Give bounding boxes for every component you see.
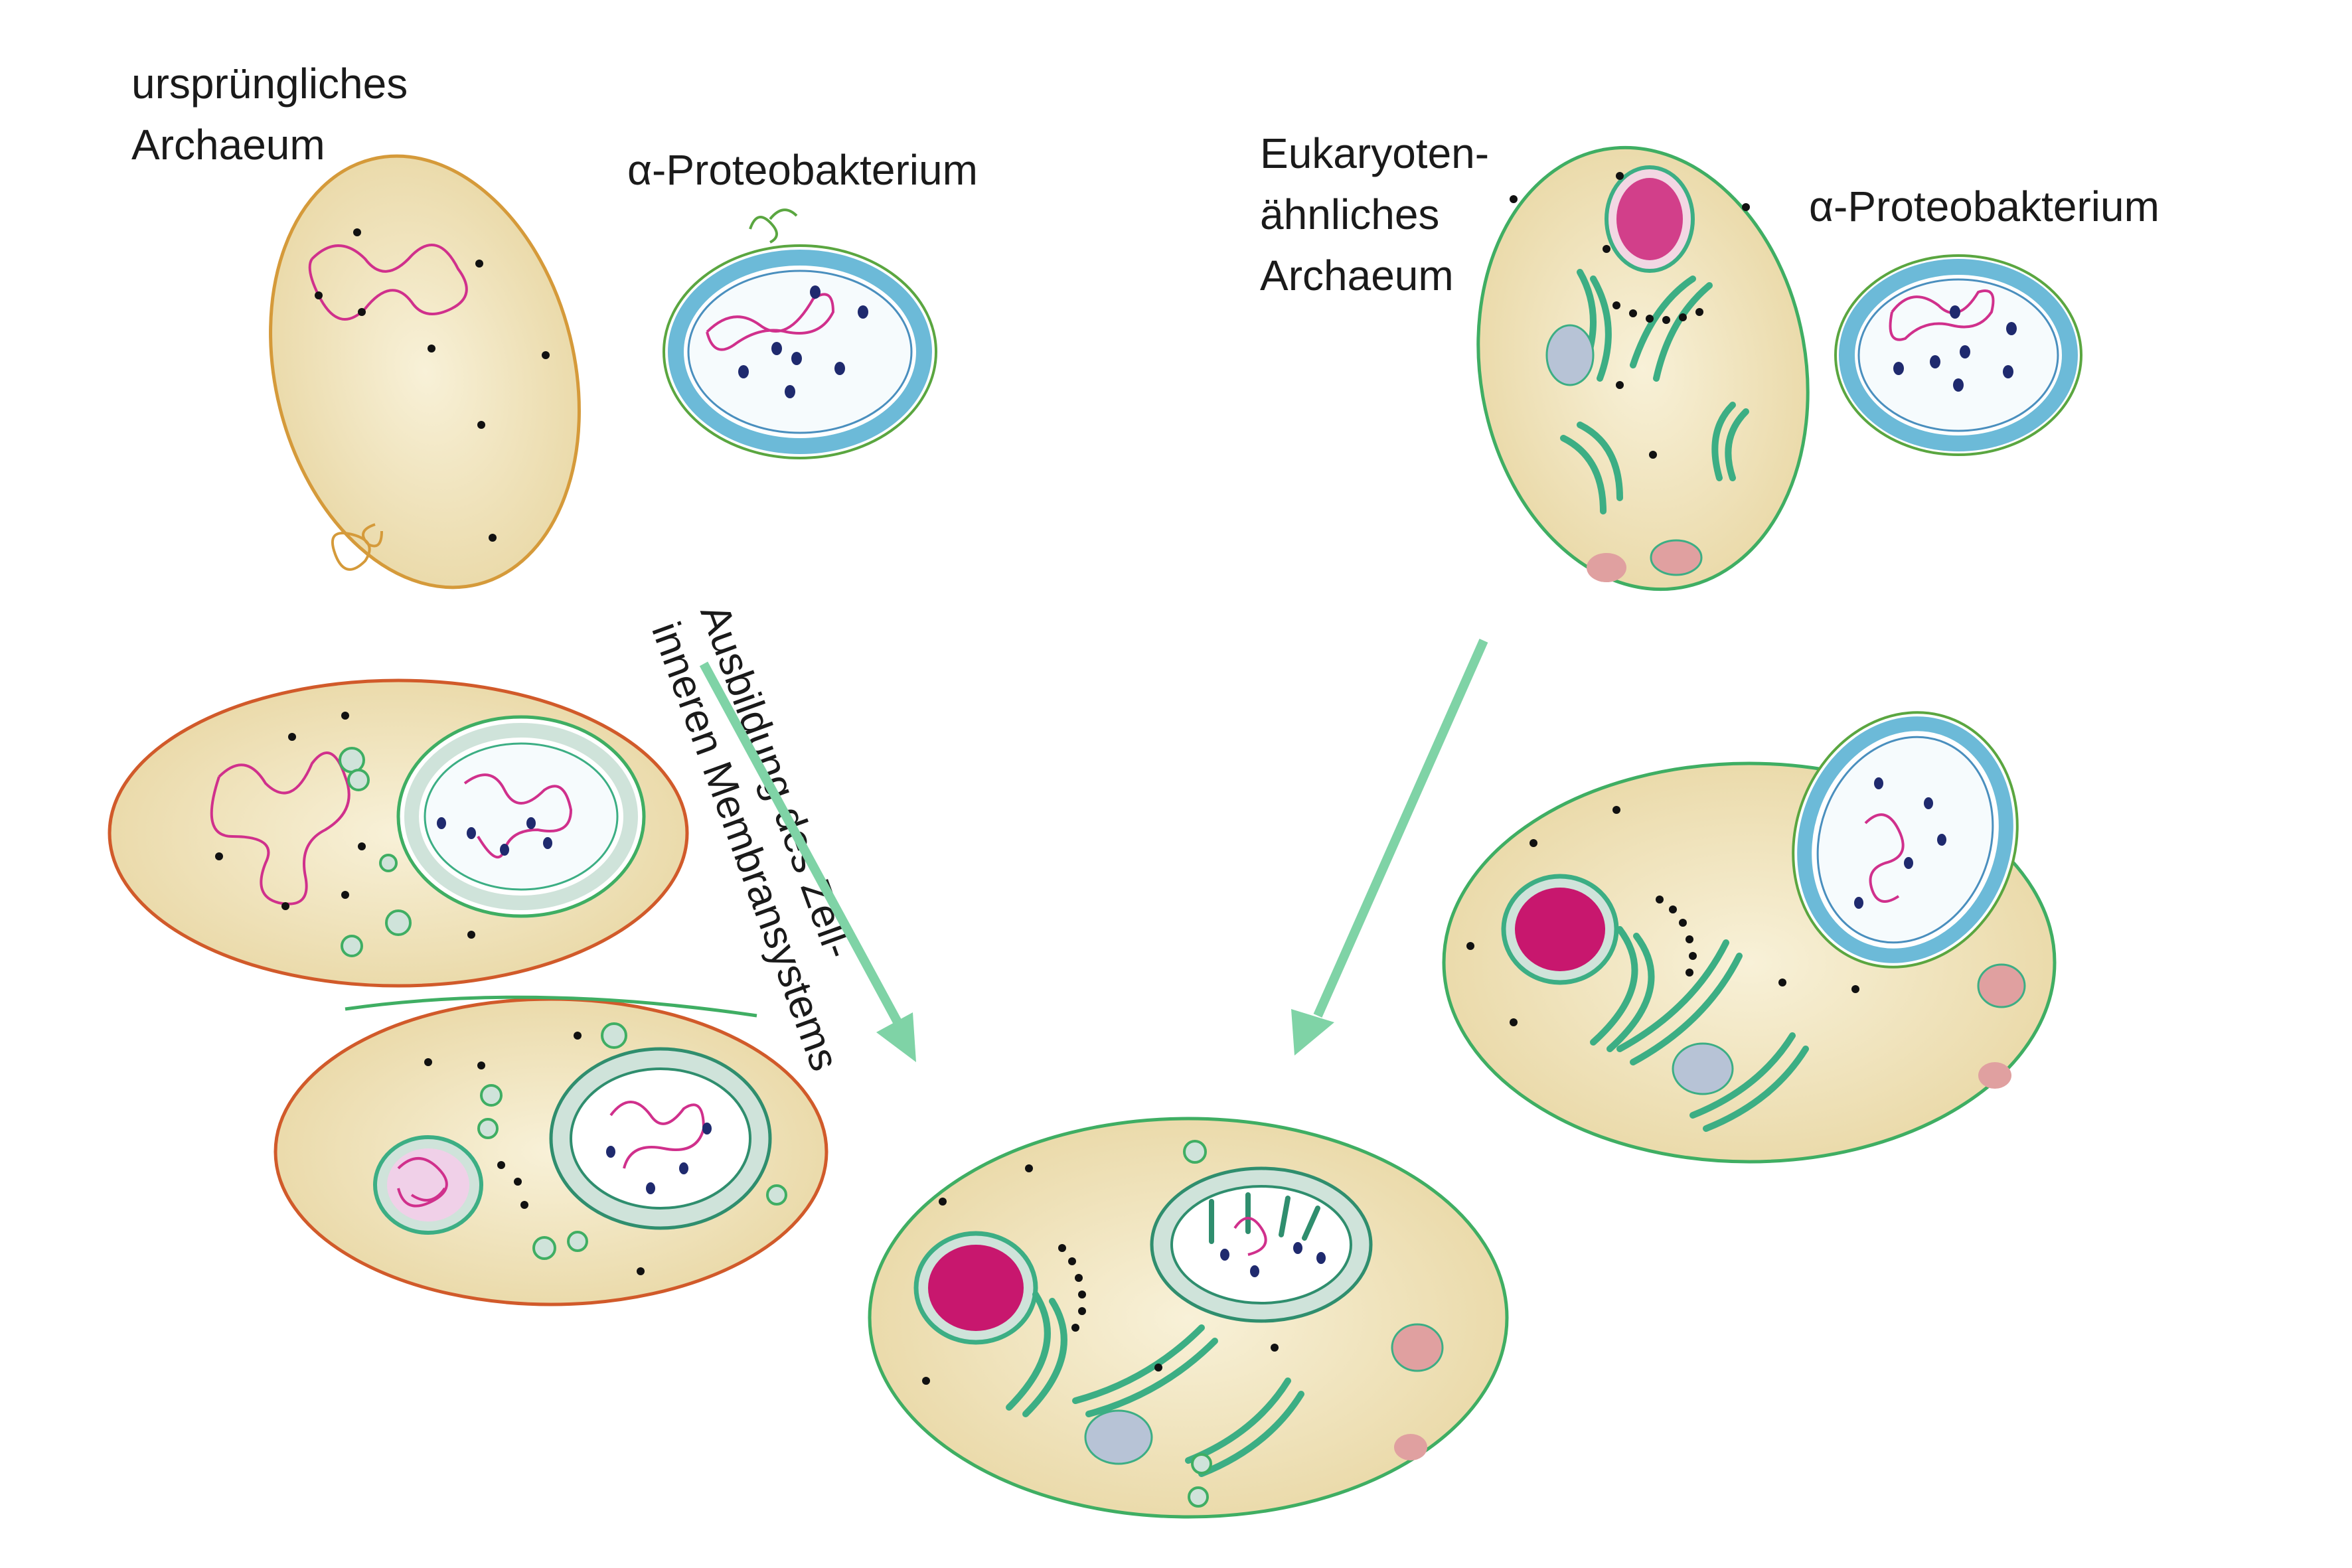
pink-body <box>1977 963 2026 1008</box>
arrow-left <box>699 661 916 1062</box>
label-archaeon-left-line1: ursprüngliches <box>131 60 408 108</box>
pink-body <box>1391 1323 1444 1372</box>
vacuole <box>1545 324 1595 386</box>
dna-strand <box>210 751 351 905</box>
vacuole <box>1672 1042 1734 1095</box>
label-proteobacterium-left: α-Proteobakterium <box>627 146 978 194</box>
label-archaeon-right-line1: Eukaryoten- <box>1260 129 1490 177</box>
membrane-bleb <box>331 523 383 571</box>
dna-strand <box>1864 813 1905 903</box>
arrow-right <box>1291 639 1488 1056</box>
archaeon-with-endosymbiont-cell <box>108 678 689 988</box>
dna-strand <box>609 1101 706 1169</box>
dna-strand <box>308 244 468 321</box>
eukaryote-like-archaeon-cell <box>1476 145 1810 591</box>
label-proteobacterium-right: α-Proteobakterium <box>1809 183 2159 230</box>
intermediate-cell <box>274 995 828 1306</box>
dna-strand <box>397 1157 448 1208</box>
dna-strand <box>1889 289 1995 341</box>
label-archaeon-left: ursprüngliches Archaeum <box>131 53 408 175</box>
dna-strand <box>706 293 835 351</box>
dna-strand <box>1233 1217 1267 1256</box>
label-archaeon-left-line2: Archaeum <box>131 121 325 169</box>
label-archaeon-right-line2: ähnliches <box>1260 191 1440 238</box>
proteobacterium-left-cell <box>663 208 937 459</box>
label-archaeon-right: Eukaryoten- ähnliches Archaeum <box>1260 123 1489 306</box>
pink-body <box>1587 553 1626 582</box>
label-archaeon-right-line3: Archaeum <box>1260 252 1454 299</box>
eukaryote-cell <box>868 1117 1509 1519</box>
eukaryote-with-endosymbiont-cell <box>1442 711 2057 1164</box>
proteobacterium-right-cell <box>1834 254 2082 456</box>
vacuole <box>1084 1409 1153 1465</box>
original-archaeon-cell <box>269 154 581 589</box>
